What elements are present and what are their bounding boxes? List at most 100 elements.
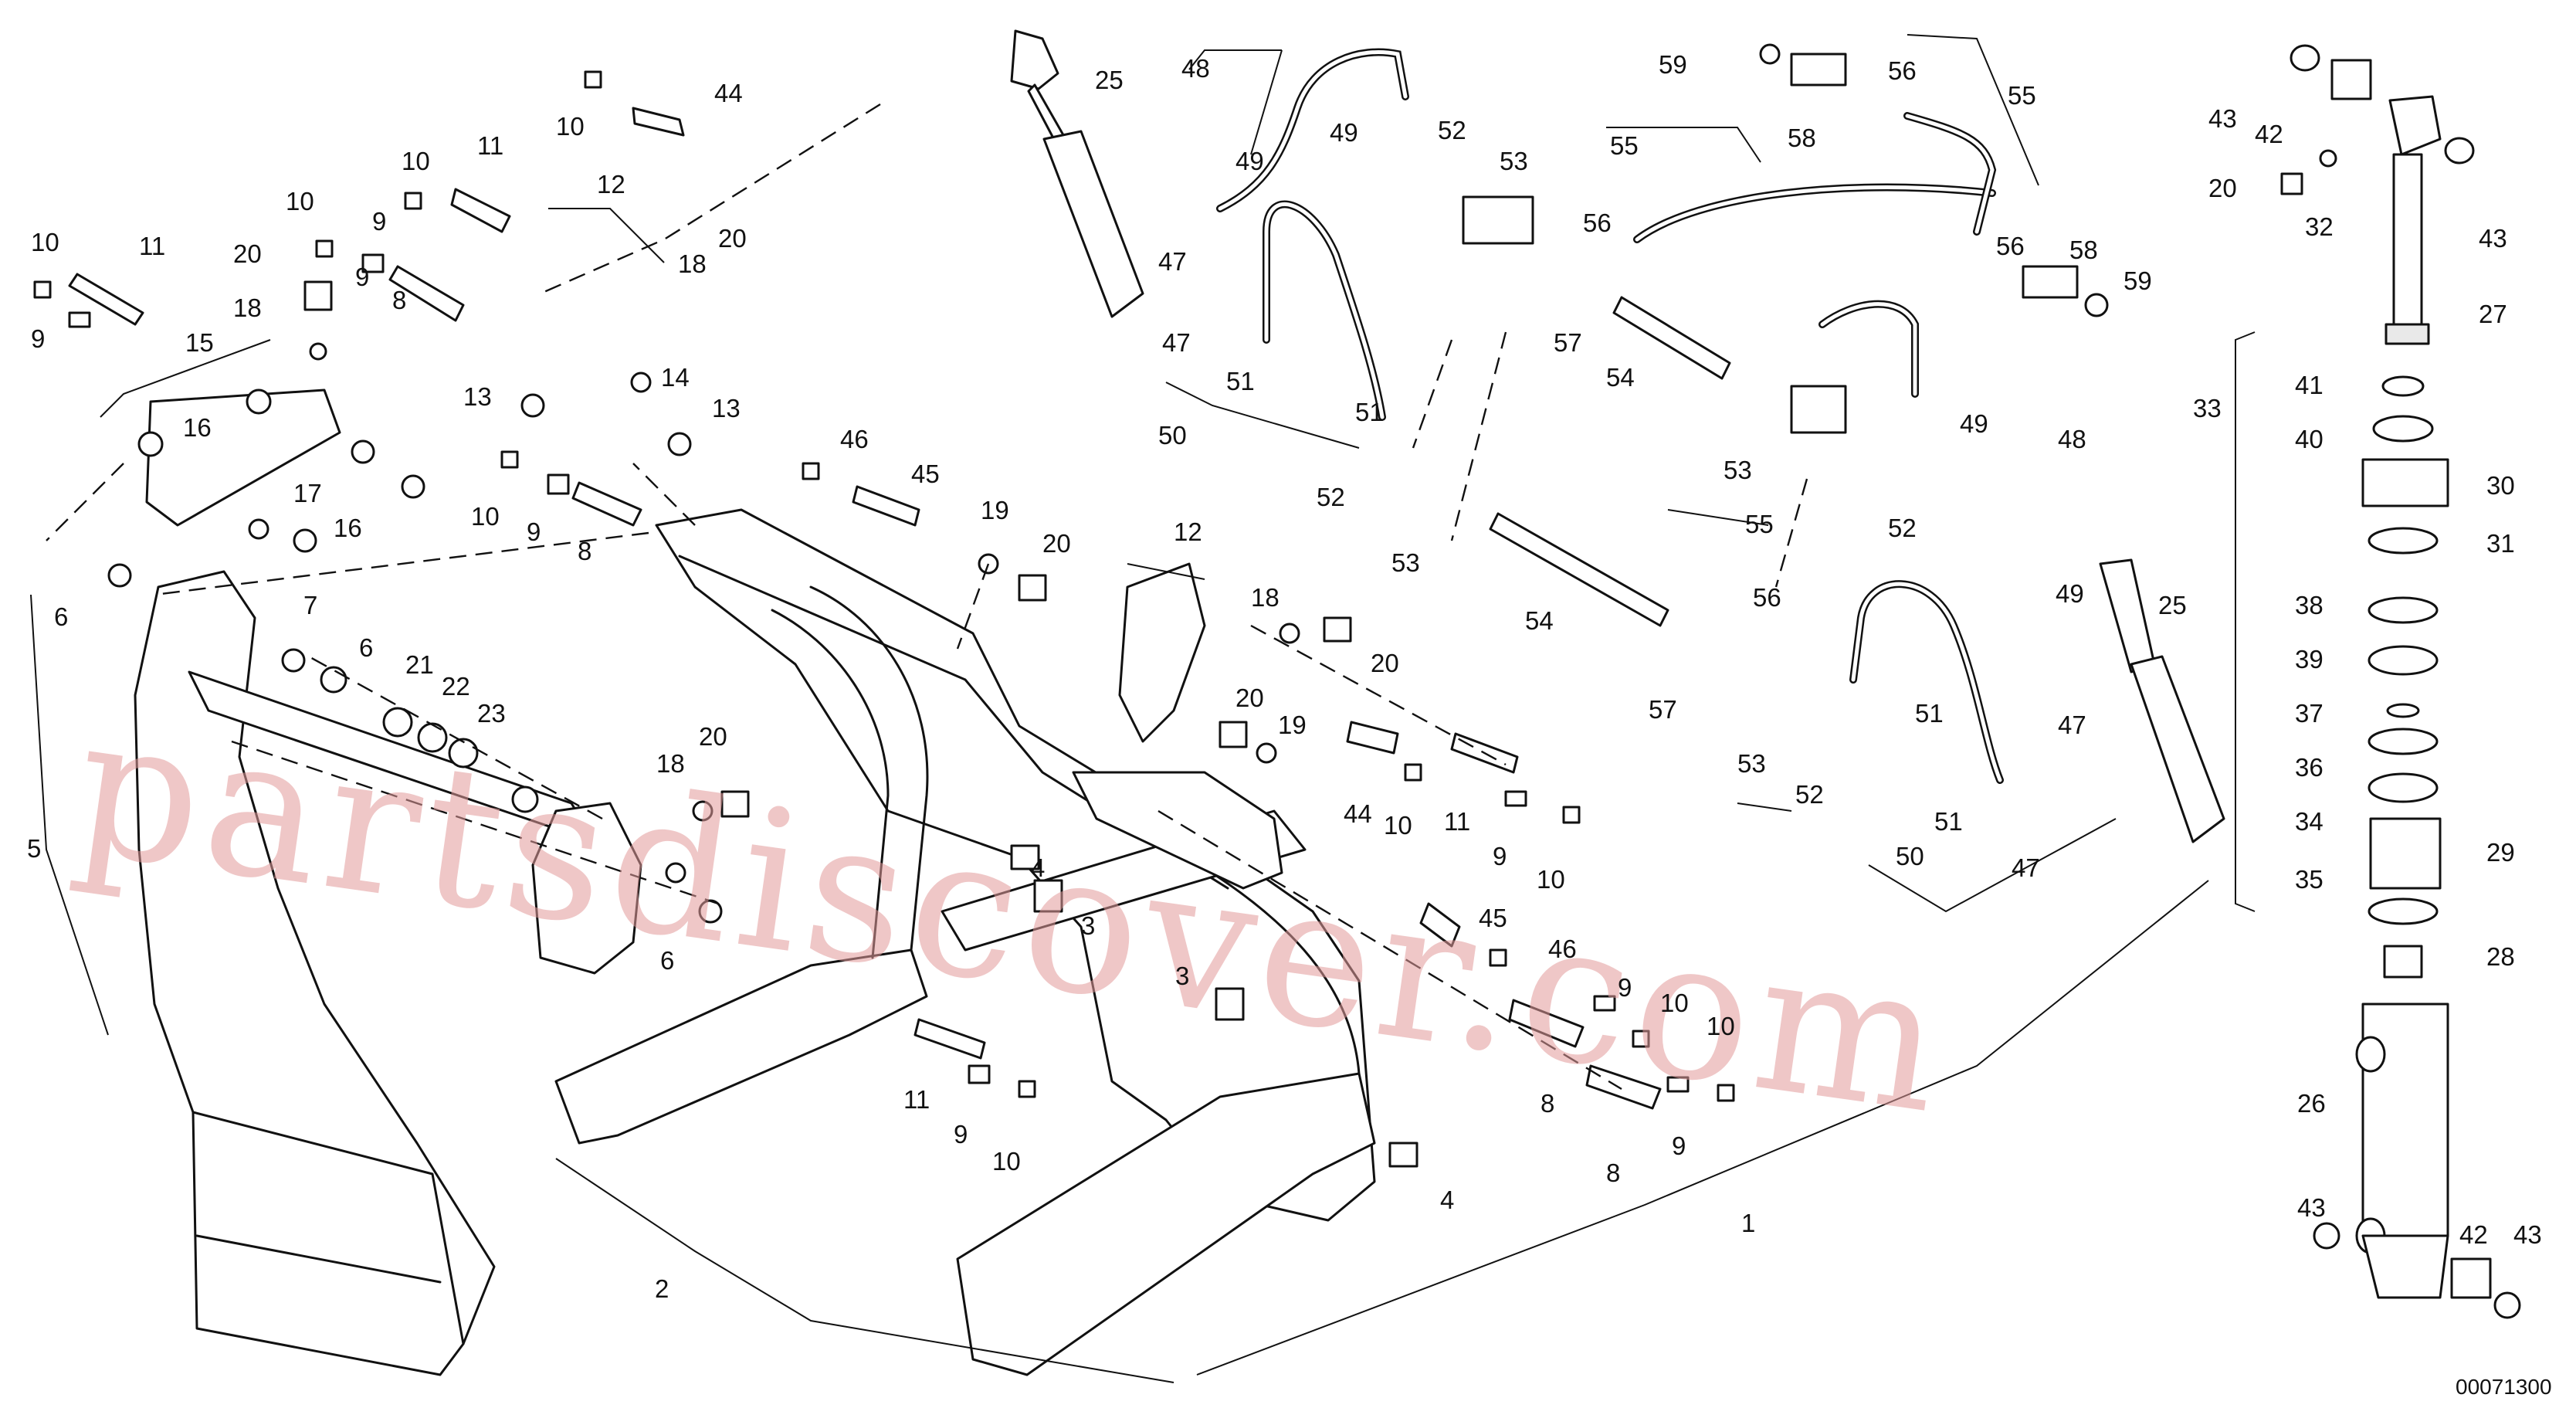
bolt-10a	[584, 70, 602, 89]
callout-43: 43	[2208, 104, 2237, 133]
callout-32: 32	[2305, 212, 2334, 241]
cylinder-25-left	[1010, 29, 1144, 318]
callout-20: 20	[699, 722, 727, 751]
callout-3: 3	[1081, 911, 1095, 940]
callout-51: 51	[1915, 699, 1944, 728]
callout-49: 49	[1960, 409, 1988, 438]
callout-50: 50	[1896, 842, 1924, 870]
bushing-6a	[107, 563, 132, 588]
callout-10: 10	[556, 112, 585, 141]
callout-56: 56	[1753, 583, 1781, 612]
callout-49: 49	[1235, 147, 1264, 175]
callout-58: 58	[1788, 124, 1816, 152]
callout-16: 16	[334, 514, 362, 542]
callout-35: 35	[2295, 865, 2323, 894]
callout-29: 29	[2486, 838, 2515, 867]
callout-12: 12	[597, 170, 625, 198]
callout-6: 6	[54, 602, 68, 631]
hinge-plate-left	[531, 802, 642, 975]
callout-48: 48	[2058, 425, 2086, 453]
pin-44b	[1346, 721, 1399, 755]
callout-25: 25	[2158, 591, 2187, 619]
callout-14: 14	[661, 363, 690, 392]
callout-11: 11	[139, 232, 165, 260]
bushing-13b	[667, 432, 692, 456]
callout-44: 44	[714, 79, 743, 107]
pin-8c	[1508, 999, 1585, 1048]
callout-9: 9	[954, 1120, 968, 1148]
callout-54: 54	[1606, 363, 1635, 392]
assembly-lines	[46, 103, 1808, 1091]
callout-52: 52	[1317, 483, 1345, 511]
callout-47: 47	[1158, 247, 1187, 276]
callout-45: 45	[1479, 904, 1507, 932]
callout-52: 52	[1795, 780, 1824, 809]
pin-11b	[68, 273, 144, 326]
callout-46: 46	[840, 425, 869, 453]
callout-20: 20	[2208, 174, 2237, 202]
callout-9: 9	[1493, 842, 1507, 870]
callout-10: 10	[1537, 865, 1565, 894]
callout-53: 53	[1391, 548, 1420, 577]
bushing-13a	[520, 393, 545, 418]
callout-48: 48	[1181, 54, 1210, 83]
callout-10: 10	[31, 228, 59, 256]
callout-18: 18	[233, 293, 262, 322]
callout-15: 15	[185, 328, 214, 357]
washer-22	[417, 722, 448, 753]
callout-18: 18	[656, 749, 685, 778]
callout-20: 20	[233, 239, 262, 268]
tube-54b	[1612, 296, 1731, 380]
callout-55: 55	[1610, 131, 1639, 160]
callout-12: 12	[1174, 517, 1202, 546]
callout-47: 47	[2012, 853, 2040, 882]
left-arm	[134, 570, 496, 1376]
callout-27: 27	[2479, 300, 2507, 328]
cylinder-25-right	[2099, 558, 2225, 843]
bushing-42a	[2330, 59, 2372, 100]
washer-21	[382, 707, 413, 738]
callout-9: 9	[31, 324, 45, 353]
callout-51: 51	[1934, 807, 1963, 836]
callout-59: 59	[2124, 266, 2152, 295]
pin-45b	[1419, 902, 1461, 948]
callout-42: 42	[2459, 1220, 2488, 1249]
callout-55: 55	[2008, 81, 2036, 110]
callout-53: 53	[1737, 749, 1766, 778]
callout-56: 56	[1583, 209, 1612, 237]
callout-20: 20	[1235, 684, 1264, 712]
callout-56: 56	[1996, 232, 2025, 260]
clamp-53c	[1790, 385, 1847, 434]
callout-16: 16	[183, 413, 212, 442]
callout-11: 11	[1444, 807, 1470, 836]
fork-tine-left	[554, 948, 928, 1145]
bushing-20c	[1018, 574, 1047, 602]
callout-36: 36	[2295, 753, 2323, 782]
pin-8d	[1585, 1064, 1662, 1110]
nut-23	[448, 738, 479, 768]
callout-10: 10	[992, 1147, 1021, 1176]
callout-20: 20	[718, 224, 747, 253]
callout-46: 46	[1548, 935, 1577, 963]
pin-11a	[450, 188, 511, 233]
bushing-42b	[2450, 1257, 2492, 1299]
piston-29	[2369, 817, 2442, 890]
fork-frame	[134, 508, 1376, 1376]
callout-3: 3	[1175, 962, 1189, 990]
tube-54a	[1489, 512, 1669, 627]
callout-13: 13	[463, 382, 492, 411]
wear-pad-4b	[1388, 1142, 1418, 1168]
pin-8b	[571, 481, 642, 527]
callout-51: 51	[1226, 367, 1255, 395]
callout-41: 41	[2295, 371, 2323, 399]
pin-44a	[632, 107, 685, 137]
callout-21: 21	[405, 650, 434, 679]
callout-22: 22	[442, 672, 470, 701]
nut-28	[2383, 945, 2423, 979]
rod-eye	[2388, 95, 2442, 156]
main-frame	[655, 508, 1376, 1222]
callout-53: 53	[1724, 456, 1752, 484]
callout-53: 53	[1500, 147, 1528, 175]
grease-nipple-18a	[309, 342, 327, 361]
